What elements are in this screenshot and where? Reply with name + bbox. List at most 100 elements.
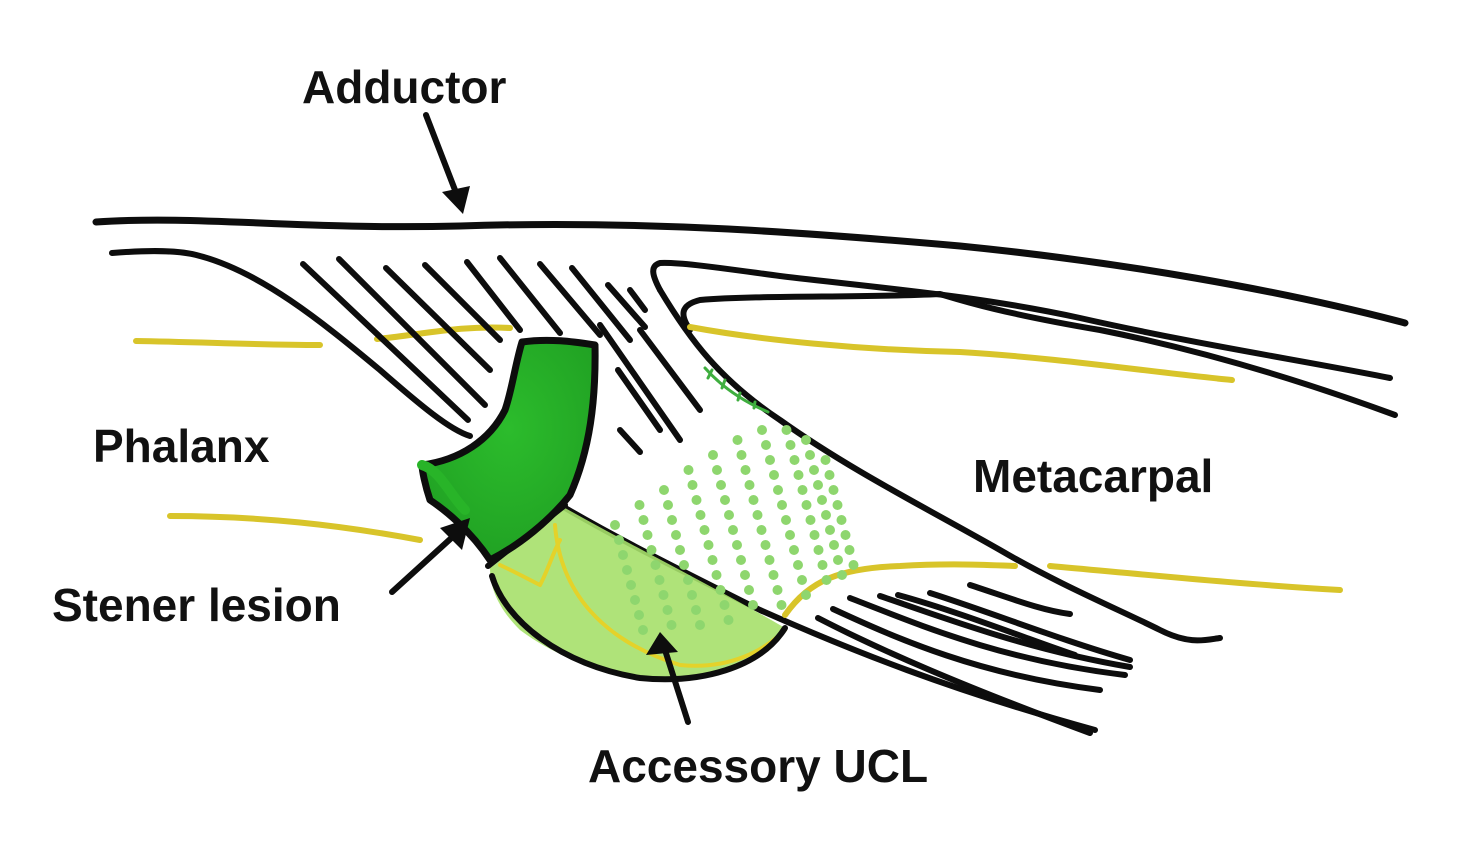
ucl-fiber-dot bbox=[711, 570, 722, 580]
ucl-fiber-dot bbox=[756, 525, 767, 535]
ucl-fiber-dot bbox=[813, 545, 824, 555]
adductor-label: Adductor bbox=[302, 61, 507, 113]
adductor-hatching bbox=[300, 255, 703, 455]
ucl-fiber-dot bbox=[840, 530, 851, 540]
ucl-fiber-dot bbox=[634, 610, 644, 620]
ucl-fiber-dot bbox=[785, 530, 795, 540]
ucl-fiber-dot bbox=[687, 480, 698, 490]
ucl-fiber-dot bbox=[793, 560, 803, 570]
proper-ucl-dots bbox=[610, 425, 859, 635]
ucl-fiber-dot bbox=[691, 605, 701, 615]
ucl-fiber-dot bbox=[836, 515, 847, 525]
ucl-fiber-dot bbox=[793, 470, 804, 480]
ucl-fiber-dot bbox=[801, 435, 811, 445]
ucl-fiber-dot bbox=[626, 580, 636, 590]
ucl-fiber-dot bbox=[675, 545, 685, 555]
ucl-fiber-dot bbox=[844, 545, 855, 555]
phalanx-joint-line-upper-right bbox=[374, 324, 513, 342]
ucl-fiber-dot bbox=[728, 525, 738, 535]
ucl-fiber-dot bbox=[748, 600, 758, 610]
ucl-fiber-dot bbox=[809, 465, 819, 475]
ucl-fiber-dot bbox=[662, 605, 673, 615]
ucl-fiber-dot bbox=[760, 540, 771, 550]
ucl-fiber-dot bbox=[821, 575, 832, 585]
ucl-fiber-dot bbox=[848, 560, 859, 570]
ucl-fiber-dot bbox=[781, 515, 791, 525]
ucl-fiber-dot bbox=[716, 480, 726, 490]
ucl-fiber-dot bbox=[805, 515, 816, 525]
ucl-fiber-dot bbox=[801, 590, 811, 600]
ucl-fiber-dot bbox=[817, 560, 828, 570]
ucl-fiber-dot bbox=[695, 620, 705, 630]
ucl-fiber-dot bbox=[699, 525, 710, 535]
ucl-fiber-dot bbox=[817, 495, 827, 505]
ucl-fiber-dot bbox=[837, 570, 847, 580]
ucl-fiber-dot bbox=[732, 435, 743, 445]
ucl-fiber-dot bbox=[707, 555, 718, 565]
ucl-fiber-dot bbox=[715, 585, 726, 595]
adductor-arrow bbox=[423, 112, 470, 214]
ucl-fiber-dot bbox=[671, 530, 681, 540]
ucl-fiber-dot bbox=[658, 590, 669, 600]
phalanx-joint-line-lower bbox=[167, 513, 423, 543]
ucl-fiber-dot bbox=[744, 480, 755, 490]
accessory-ucl-yellow-curve bbox=[553, 523, 787, 668]
ucl-fiber-dot bbox=[720, 495, 730, 505]
ucl-fiber-dot bbox=[650, 560, 661, 570]
ucl-fiber-dot bbox=[797, 575, 807, 585]
ucl-fiber-dot bbox=[809, 530, 820, 540]
ucl-fiber-dot bbox=[663, 500, 673, 510]
ucl-fiber-dot bbox=[765, 455, 775, 465]
metacarpal-ligament-hatching bbox=[815, 582, 1133, 736]
ucl-fiber-dot bbox=[622, 565, 632, 575]
ucl-fiber-dot bbox=[821, 510, 831, 520]
ucl-fiber-dot bbox=[646, 545, 657, 555]
ucl-fiber-dot bbox=[654, 575, 665, 585]
ucl-fiber-dot bbox=[813, 480, 823, 490]
ucl-fiber-dot bbox=[740, 570, 750, 580]
ucl-fiber-dot bbox=[679, 560, 689, 570]
ucl-fiber-dot bbox=[752, 510, 763, 520]
ucl-fiber-dot bbox=[634, 500, 645, 510]
metacarpal-joint-line-lower-right bbox=[1047, 563, 1343, 593]
proper-ucl-dashes bbox=[703, 366, 770, 414]
ucl-fiber-dot bbox=[777, 500, 787, 510]
ucl-fiber-dot bbox=[630, 595, 640, 605]
ucl-fiber-dot bbox=[736, 450, 747, 460]
ucl-fiber-dot bbox=[772, 585, 783, 595]
ucl-fiber-dot bbox=[757, 425, 767, 435]
ucl-fiber-dot bbox=[736, 555, 746, 565]
ucl-fiber-dot bbox=[683, 575, 693, 585]
ucl-fiber-dot bbox=[683, 465, 694, 475]
ucl-fiber-dot bbox=[832, 500, 843, 510]
ucl-fiber-dot bbox=[781, 425, 792, 435]
ucl-fiber-dot bbox=[776, 600, 787, 610]
ucl-fiber-dot bbox=[691, 495, 702, 505]
ucl-fiber-dot bbox=[642, 530, 653, 540]
stener-lesion-inner-edge bbox=[417, 460, 470, 515]
ucl-fiber-dot bbox=[638, 625, 648, 635]
ucl-fiber-dot bbox=[610, 520, 620, 530]
metacarpal-joint-line-lower bbox=[782, 561, 1018, 618]
ucl-fiber-dot bbox=[667, 515, 677, 525]
ucl-fiber-dot bbox=[785, 440, 796, 450]
accessory-ucl-arrow bbox=[646, 632, 691, 725]
stener-lesion-arrow bbox=[389, 518, 470, 595]
ucl-fiber-dot bbox=[687, 590, 697, 600]
ucl-fiber-dot bbox=[768, 570, 779, 580]
ucl-fiber-dot bbox=[825, 525, 835, 535]
phalanx-label: Phalanx bbox=[93, 420, 270, 472]
metacarpal-joint-line-upper bbox=[687, 324, 1235, 383]
stener-lesion-label: Stener lesion bbox=[52, 579, 341, 631]
metacarpal-label: Metacarpal bbox=[973, 450, 1214, 502]
ucl-fiber-dot bbox=[712, 465, 722, 475]
ucl-fiber-dot bbox=[820, 455, 831, 465]
ucl-fiber-dot bbox=[618, 550, 628, 560]
ucl-fiber-dot bbox=[719, 600, 730, 610]
ucl-fiber-dot bbox=[748, 495, 759, 505]
ucl-fiber-dot bbox=[761, 440, 771, 450]
ucl-fiber-dot bbox=[659, 485, 669, 495]
ucl-fiber-dot bbox=[703, 540, 714, 550]
